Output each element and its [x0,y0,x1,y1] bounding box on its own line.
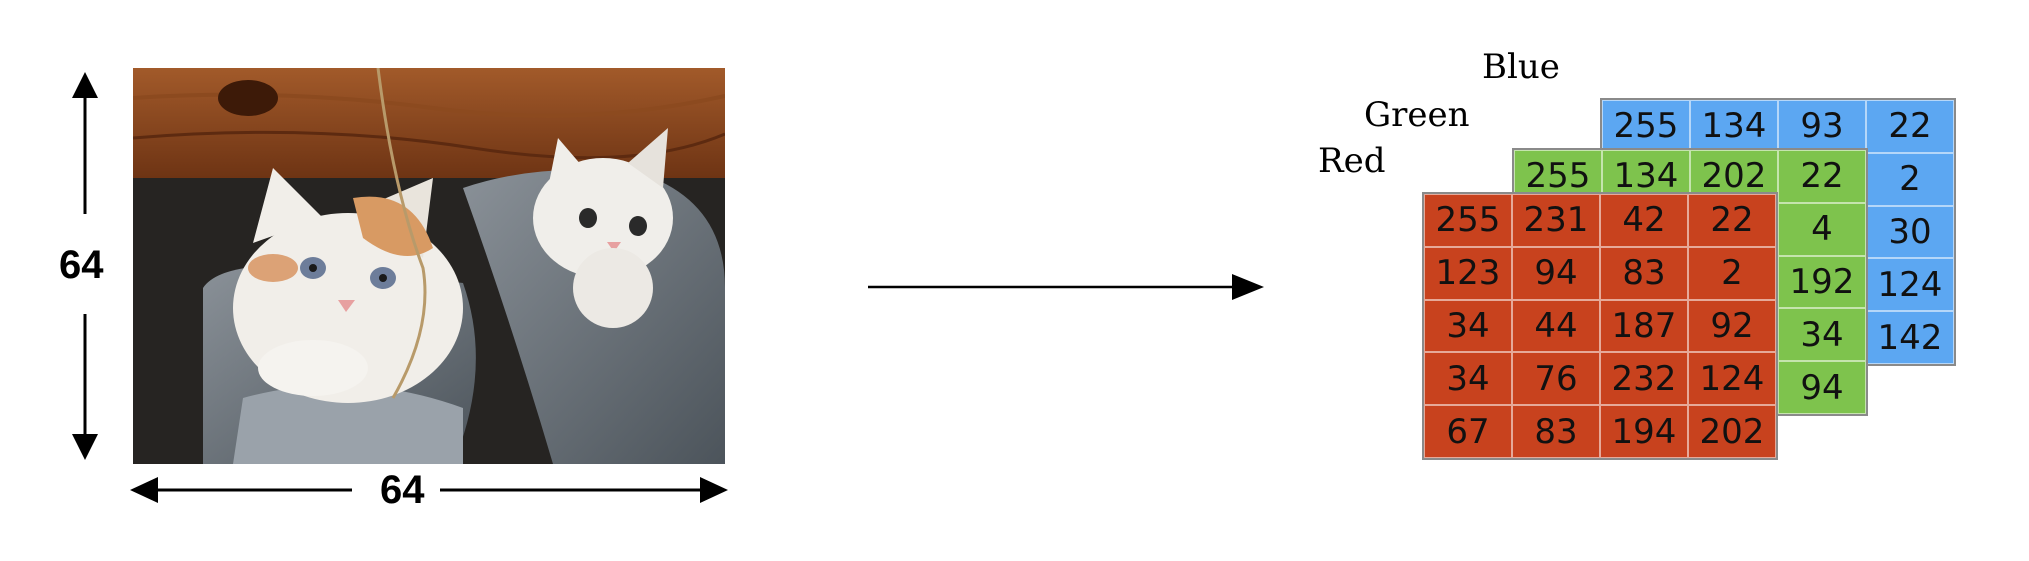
red-channel-grid: 255 231 42 22 123 94 83 2 34 44 187 92 3… [1422,192,1778,460]
transform-arrow [866,270,1266,304]
height-label: 64 [59,243,104,287]
blue-cell: 22 [1866,100,1954,153]
green-cell: 255 [1514,150,1602,203]
green-cell: 4 [1778,202,1866,256]
green-cell: 192 [1778,255,1866,309]
blue-channel-label: Blue [1482,47,1560,87]
red-cell: 34 [1424,352,1512,406]
green-cell: 34 [1778,308,1866,362]
blue-cell: 93 [1778,100,1866,153]
red-cell: 232 [1600,352,1688,406]
green-cell: 134 [1602,150,1690,203]
red-cell: 83 [1512,405,1600,458]
kitten-photo [132,67,726,464]
red-cell: 92 [1688,299,1776,353]
red-cell: 2 [1688,246,1776,300]
width-label: 64 [380,468,425,512]
green-cell: 22 [1778,150,1866,203]
red-cell: 42 [1600,194,1688,247]
red-cell: 76 [1512,352,1600,406]
red-cell: 202 [1688,405,1776,458]
green-cell: 202 [1690,150,1778,203]
red-cell: 255 [1424,194,1512,247]
blue-cell: 255 [1602,100,1690,153]
blue-cell: 2 [1866,152,1954,206]
red-cell: 83 [1600,246,1688,300]
green-cell: 94 [1778,361,1866,414]
red-cell: 231 [1512,194,1600,247]
red-cell: 44 [1512,299,1600,353]
red-channel-label: Red [1318,141,1386,181]
blue-cell: 30 [1866,205,1954,259]
red-cell: 94 [1512,246,1600,300]
red-cell: 124 [1688,352,1776,406]
blue-cell: 142 [1866,311,1954,364]
red-cell: 187 [1600,299,1688,353]
red-cell: 34 [1424,299,1512,353]
red-cell: 123 [1424,246,1512,300]
red-cell: 22 [1688,194,1776,247]
red-cell: 194 [1600,405,1688,458]
green-channel-label: Green [1364,95,1470,135]
red-cell: 67 [1424,405,1512,458]
blue-cell: 124 [1866,258,1954,312]
blue-cell: 134 [1690,100,1778,153]
width-arrow [128,470,730,510]
height-arrow [60,70,110,462]
